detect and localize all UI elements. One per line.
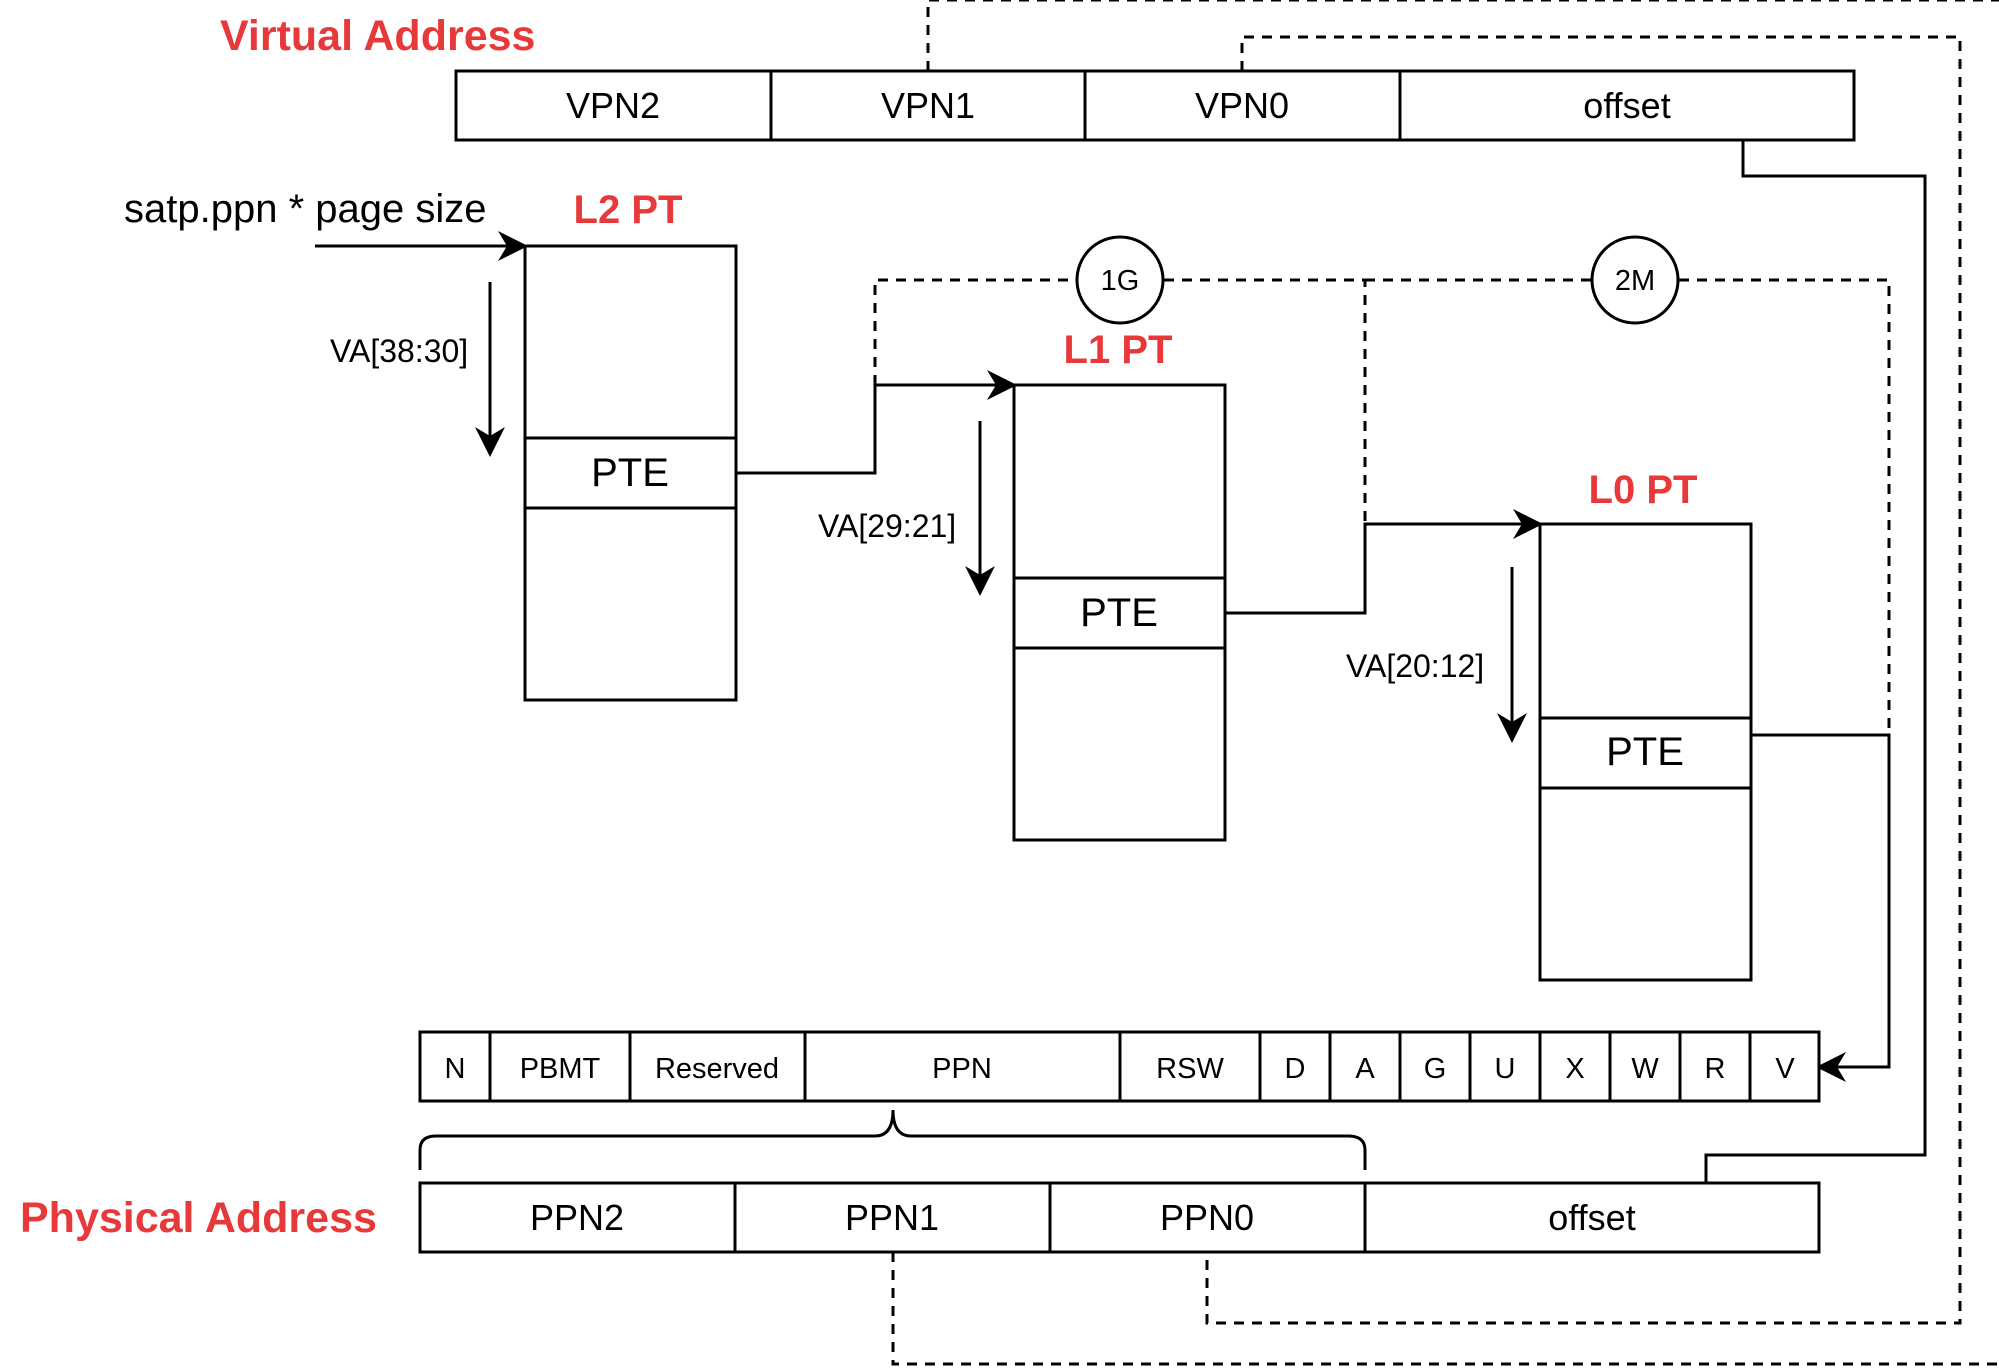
offset-route	[1704, 140, 1927, 1183]
l1-to-l0-arrow	[1225, 509, 1543, 615]
superpage-1g-path-left	[873, 278, 1077, 385]
pa-field-offset: offset	[1548, 1197, 1635, 1238]
satp-label: satp.ppn * page size	[124, 187, 486, 231]
pte-format: N PBMT Reserved PPN RSW D A G U X W R V	[418, 1030, 1821, 1103]
vpn1-route	[926, 0, 1999, 71]
l2-pt-title: L2 PT	[574, 188, 683, 232]
pte-field-reserved: Reserved	[655, 1053, 779, 1085]
virtual-address-title: Virtual Address	[220, 12, 535, 60]
l2-page-table: PTE	[523, 244, 738, 702]
pte-field-r: R	[1705, 1053, 1726, 1085]
l0-index-label: VA[20:12]	[1346, 648, 1484, 684]
l2-index-label: VA[38:30]	[330, 333, 468, 369]
l0-pte-label: PTE	[1606, 730, 1684, 774]
pte-field-n: N	[445, 1053, 466, 1085]
l1-pt-title: L1 PT	[1064, 328, 1173, 372]
ppn-brace	[418, 1109, 1367, 1170]
pte-field-pbmt: PBMT	[520, 1053, 601, 1085]
pa-field-ppn2: PPN2	[530, 1197, 624, 1238]
pte-field-x: X	[1565, 1053, 1584, 1085]
va-field-offset: offset	[1583, 85, 1670, 126]
vpn0-route	[1205, 35, 1962, 1325]
svg-text:1G: 1G	[1101, 265, 1140, 297]
l1-page-table: PTE	[1012, 383, 1227, 842]
physical-address-title: Physical Address	[20, 1194, 377, 1242]
l0-page-table: PTE	[1538, 522, 1753, 982]
superpage-2m-marker: 2M	[1590, 235, 1680, 325]
ppn1-route	[891, 1252, 1999, 1366]
virtual-address-register: VPN2 VPN1 VPN0 offset	[454, 69, 1856, 142]
l0-to-pte-arrow	[1751, 733, 1891, 1082]
pte-field-w: W	[1631, 1053, 1659, 1085]
l1-pte-label: PTE	[1080, 591, 1158, 635]
l0-pt-title: L0 PT	[1589, 468, 1698, 512]
superpage-2m-path-right	[1679, 278, 1891, 735]
pte-field-rsw: RSW	[1156, 1053, 1224, 1085]
physical-address-register: PPN2 PPN1 PPN0 offset	[418, 1181, 1821, 1254]
pa-field-ppn0: PPN0	[1160, 1197, 1254, 1238]
va-field-vpn2: VPN2	[566, 85, 660, 126]
svg-text:2M: 2M	[1615, 265, 1655, 297]
pte-field-g: G	[1424, 1053, 1447, 1085]
pte-field-a: A	[1355, 1053, 1375, 1085]
va-field-vpn1: VPN1	[881, 85, 975, 126]
l2-pte-label: PTE	[591, 451, 669, 495]
pa-field-ppn1: PPN1	[845, 1197, 939, 1238]
l2-to-l1-arrow	[736, 370, 1017, 475]
l1-index-label: VA[29:21]	[818, 508, 956, 544]
pte-field-u: U	[1495, 1053, 1516, 1085]
pte-field-d: D	[1285, 1053, 1306, 1085]
superpage-1g-marker: 1G	[1075, 235, 1165, 325]
pte-field-v: V	[1775, 1053, 1795, 1085]
va-field-vpn0: VPN0	[1195, 85, 1289, 126]
pte-field-ppn: PPN	[932, 1053, 992, 1085]
